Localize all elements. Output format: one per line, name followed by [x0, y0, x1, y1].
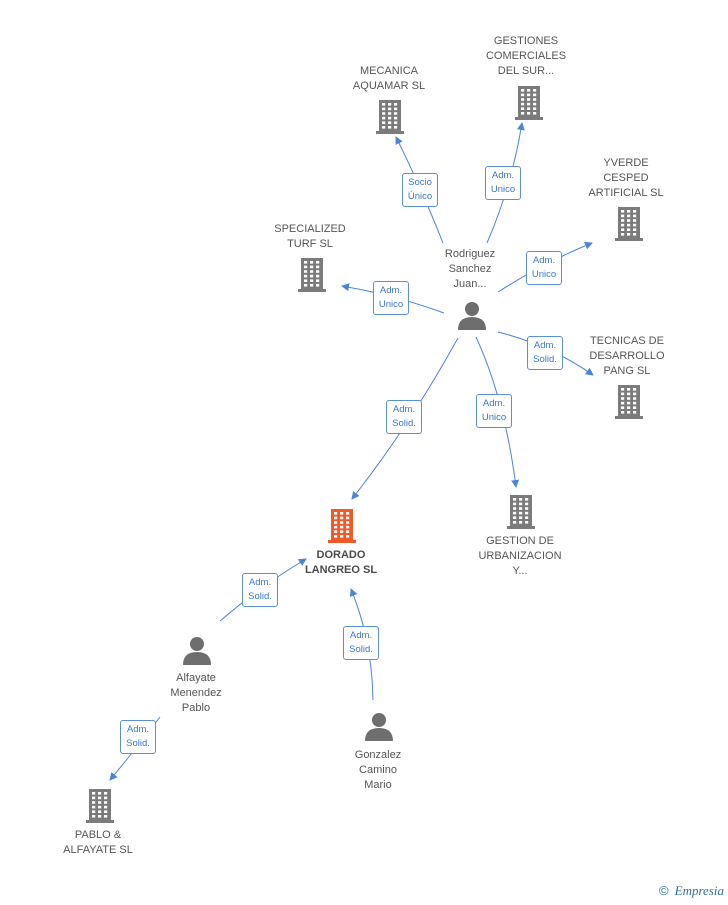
badge-line-2: Unico [490, 184, 516, 195]
person-icon-gonzalez[interactable] [365, 713, 393, 741]
building-icon-pablo[interactable] [86, 789, 114, 823]
person-label-gonzalez-camino[interactable]: Gonzalez Camino Mario [354, 749, 402, 791]
building-icon-gestiones[interactable] [515, 86, 543, 120]
building-icon-dorado[interactable] [328, 509, 356, 543]
person-icon-rodriguez[interactable] [458, 302, 486, 330]
badge-line-1: Adm. [392, 404, 416, 415]
brand-name: Empresia [674, 883, 724, 898]
company-label-mecanica-aquamar[interactable]: MECANICA AQUAMAR SL [352, 65, 426, 92]
relation-badge-adm-unico-gestion-urb[interactable]: Adm. Unico [476, 394, 512, 428]
relation-badge-socio-unico[interactable]: Socio Único [402, 173, 438, 207]
relation-badge-adm-solid-dorado-rodriguez[interactable]: Adm. Solid. [386, 400, 422, 434]
badge-line-2: Solid. [349, 644, 373, 655]
relation-badge-adm-solid-alfayate-dorado[interactable]: Adm. Solid. [242, 573, 278, 607]
building-icon-mecanica[interactable] [376, 100, 404, 134]
badge-line-2: Único [407, 191, 433, 202]
badge-line-2: Unico [378, 299, 404, 310]
relation-badge-adm-unico-gestiones[interactable]: Adm. Unico [485, 166, 521, 200]
relation-badge-adm-solid-gonzalez-dorado[interactable]: Adm. Solid. [343, 626, 379, 660]
icons-layer [86, 86, 643, 823]
empresia-watermark[interactable]: © Empresia [659, 883, 724, 899]
relation-badge-adm-unico-yverde[interactable]: Adm. Unico [526, 251, 562, 285]
copyright-icon: © [659, 883, 669, 898]
badge-line-1: Adm. [482, 398, 506, 409]
company-label-yverde-cesped[interactable]: YVERDE CESPED ARTIFICIAL SL [588, 157, 664, 199]
badge-line-2: Solid. [248, 591, 272, 602]
building-icon-yverde[interactable] [615, 207, 643, 241]
badge-line-1: Adm. [491, 170, 515, 181]
badge-line-2: Solid. [392, 418, 416, 429]
building-icon-specialized[interactable] [298, 258, 326, 292]
company-label-dorado-langreo[interactable]: DORADO LANGREO SL [304, 549, 378, 576]
badge-line-1: Adm. [532, 255, 556, 266]
company-label-pablo-alfayate[interactable]: PABLO & ALFAYATE SL [63, 829, 133, 856]
building-icon-tecnicas[interactable] [615, 385, 643, 419]
relation-badge-adm-solid-tecnicas[interactable]: Adm. Solid. [527, 336, 563, 370]
company-label-specialized-turf[interactable]: SPECIALIZED TURF SL [274, 223, 346, 250]
badge-line-1: Adm. [379, 285, 403, 296]
relation-badge-adm-unico-specialized[interactable]: Adm. Unico [373, 281, 409, 315]
badge-line-1: Adm. [533, 340, 557, 351]
badge-line-2: Unico [481, 412, 507, 423]
badge-line-1: Adm. [126, 724, 150, 735]
company-label-tecnicas-desarrollo[interactable]: TECNICAS DE DESARROLLO PANG SL [589, 335, 665, 377]
building-icon-gestion-urb[interactable] [507, 495, 535, 529]
badge-line-1: Socio [408, 177, 432, 188]
company-label-gestiones-comerciales[interactable]: GESTIONES COMERCIALES DEL SUR... [485, 35, 567, 77]
badge-line-1: Adm. [248, 577, 272, 588]
company-label-gestion-urbanizacion[interactable]: GESTION DE URBANIZACION Y... [478, 535, 562, 577]
badge-line-2: Solid. [533, 354, 557, 365]
badge-line-2: Solid. [126, 738, 150, 749]
badge-line-1: Adm. [349, 630, 373, 641]
relation-badge-adm-solid-alfayate-pablo[interactable]: Adm. Solid. [120, 720, 156, 754]
person-icon-alfayate[interactable] [183, 637, 211, 665]
person-label-alfayate-menendez[interactable]: Alfayate Menendez Pablo [170, 672, 222, 714]
person-label-rodriguez-sanchez[interactable]: Rodriguez Sanchez Juan... [444, 248, 496, 290]
badge-line-2: Unico [531, 269, 557, 280]
